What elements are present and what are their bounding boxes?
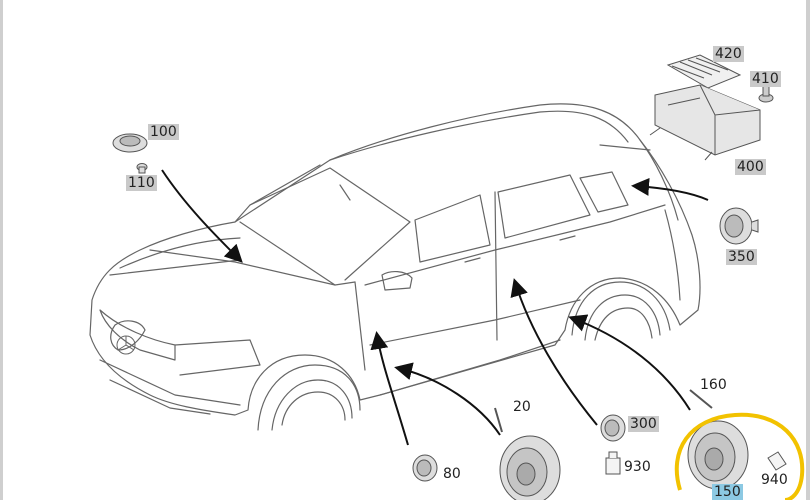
callout-350: 350 bbox=[726, 249, 757, 265]
screw-part-410 bbox=[758, 85, 774, 103]
clip-part-110 bbox=[136, 163, 148, 174]
callout-110: 110 bbox=[126, 175, 157, 191]
callout-930: 930 bbox=[624, 459, 651, 475]
woofer-part-150 bbox=[687, 389, 787, 490]
speaker-part-300 bbox=[600, 414, 626, 442]
woofer-part-20 bbox=[494, 407, 561, 500]
callout-arrows bbox=[161, 169, 709, 446]
callout-150: 150 bbox=[712, 484, 743, 500]
left-border bbox=[0, 0, 3, 500]
connector-part-930 bbox=[605, 451, 621, 475]
callout-420: 420 bbox=[713, 46, 744, 62]
speaker-part-350 bbox=[719, 207, 759, 245]
highlight-circle bbox=[674, 412, 805, 500]
amplifier-part-400 bbox=[649, 84, 761, 161]
callout-300: 300 bbox=[628, 416, 659, 432]
callout-20: 20 bbox=[513, 399, 531, 415]
star-logo bbox=[116, 335, 136, 355]
callout-100: 100 bbox=[148, 124, 179, 140]
callout-160: 160 bbox=[700, 377, 727, 393]
cover-plate-part-420 bbox=[666, 54, 742, 89]
callout-80: 80 bbox=[443, 466, 461, 482]
callout-400: 400 bbox=[735, 159, 766, 175]
right-border bbox=[806, 0, 810, 500]
callout-410: 410 bbox=[750, 71, 781, 87]
speaker-part-80 bbox=[412, 454, 438, 482]
tweeter-part-100 bbox=[112, 133, 148, 153]
callout-940: 940 bbox=[761, 472, 788, 488]
vehicle-outline bbox=[89, 103, 701, 431]
